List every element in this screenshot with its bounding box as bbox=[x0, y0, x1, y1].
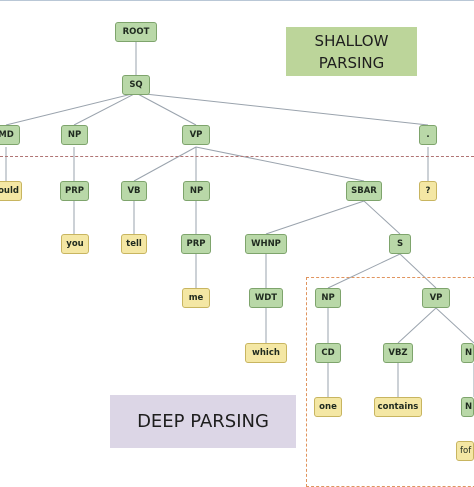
edge-s-np bbox=[327, 253, 401, 289]
node-vp-1[interactable]: VP bbox=[182, 125, 210, 145]
shallow-deep-separator bbox=[0, 156, 474, 157]
node-sbar[interactable]: SBAR bbox=[346, 181, 382, 201]
node-root[interactable]: ROOT bbox=[115, 22, 157, 42]
edge-vp-sbar bbox=[195, 146, 365, 182]
edge-sq-md bbox=[5, 92, 137, 126]
node-vp-2[interactable]: VP bbox=[422, 288, 450, 308]
node-n-partial-2[interactable]: N bbox=[461, 397, 474, 417]
edge-sq-punct bbox=[135, 92, 429, 126]
edge-sq-np bbox=[73, 92, 137, 126]
node-sq[interactable]: SQ bbox=[122, 75, 150, 95]
edge-vp-vb bbox=[133, 146, 197, 182]
leaf-which[interactable]: which bbox=[245, 343, 287, 363]
edge-sq-vp bbox=[135, 92, 197, 126]
leaf-fof-partial[interactable]: fof bbox=[456, 441, 474, 461]
node-vb[interactable]: VB bbox=[121, 181, 147, 201]
leaf-one[interactable]: one bbox=[314, 397, 342, 417]
tree-edges bbox=[5, 42, 474, 397]
shallow-parsing-line1: SHALLOW bbox=[314, 31, 389, 50]
node-np-1[interactable]: NP bbox=[61, 125, 88, 145]
deep-parsing-label: DEEP PARSING bbox=[110, 395, 296, 448]
shallow-parsing-label: SHALLOW PARSING bbox=[286, 27, 417, 76]
leaf-you[interactable]: you bbox=[61, 234, 89, 254]
edge-s-vp bbox=[399, 253, 437, 289]
leaf-contains[interactable]: contains bbox=[374, 397, 422, 417]
node-n-partial[interactable]: N bbox=[461, 343, 474, 363]
node-whnp[interactable]: WHNP bbox=[245, 234, 287, 254]
node-np-3[interactable]: NP bbox=[315, 288, 341, 308]
node-vbz[interactable]: VBZ bbox=[383, 343, 413, 363]
edge-sbar-whnp bbox=[265, 200, 365, 235]
leaf-tell[interactable]: tell bbox=[121, 234, 147, 254]
node-prp-2[interactable]: PRP bbox=[181, 234, 211, 254]
node-md[interactable]: MD bbox=[0, 125, 20, 145]
node-wdt[interactable]: WDT bbox=[249, 288, 283, 308]
node-punct[interactable]: . bbox=[419, 125, 437, 145]
node-np-2[interactable]: NP bbox=[183, 181, 210, 201]
node-prp-1[interactable]: PRP bbox=[60, 181, 89, 201]
leaf-question-mark[interactable]: ? bbox=[419, 181, 437, 201]
node-cd[interactable]: CD bbox=[315, 343, 341, 363]
edge-vp-n bbox=[435, 307, 474, 344]
edge-vp-vbz bbox=[397, 307, 437, 344]
edge-sbar-s bbox=[363, 200, 401, 235]
leaf-could[interactable]: could bbox=[0, 181, 22, 201]
leaf-me[interactable]: me bbox=[182, 288, 210, 308]
shallow-parsing-line2: PARSING bbox=[318, 53, 385, 72]
node-s[interactable]: S bbox=[389, 234, 411, 254]
deep-parsing-region bbox=[306, 277, 474, 487]
